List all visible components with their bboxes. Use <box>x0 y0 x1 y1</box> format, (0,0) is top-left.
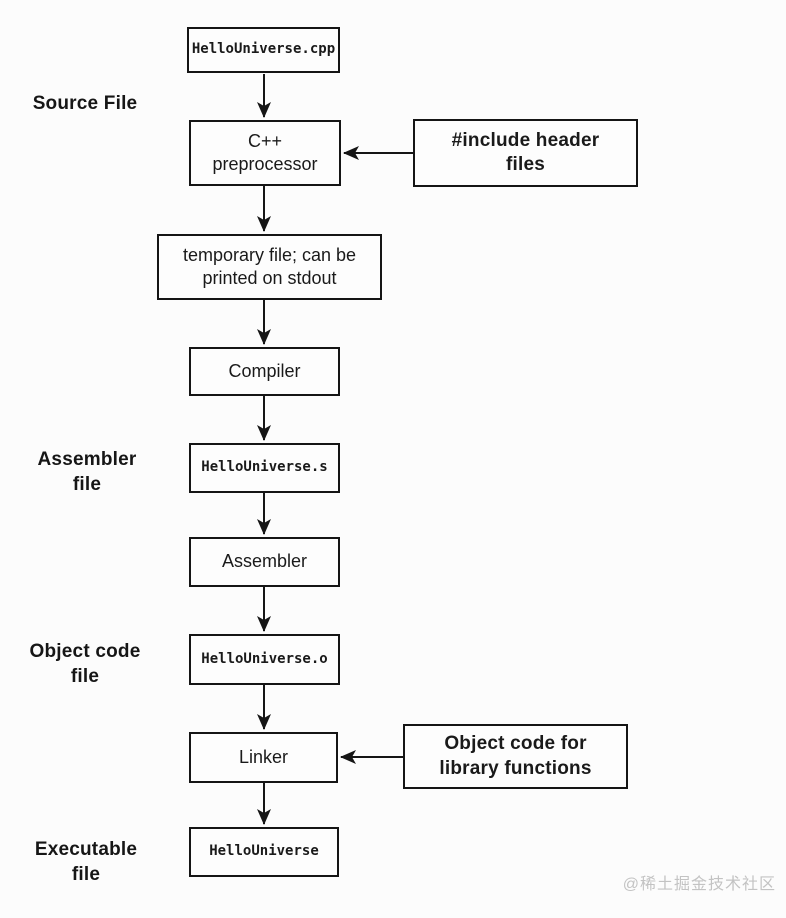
node-linker: Linker <box>189 732 338 783</box>
stage-label-assembler-file: Assembler file <box>37 449 137 495</box>
stage-label-object-code-file: Object code file <box>29 641 141 687</box>
node-preprocessor: C++ preprocessor <box>189 120 341 186</box>
node-source-file: HelloUniverse.cpp <box>187 27 340 73</box>
node-temp-file: temporary file; can be printed on stdout <box>157 234 382 300</box>
node-compiler: Compiler <box>189 347 340 396</box>
node-library-objects: Object code for library functions <box>403 724 628 789</box>
node-assembly-file: HelloUniverse.s <box>189 443 340 493</box>
stage-label-source-file: Source File <box>32 93 138 114</box>
stage-label-executable-file: Executable file <box>34 839 138 885</box>
node-executable-file: HelloUniverse <box>189 827 339 877</box>
node-include-headers: #include header files <box>413 119 638 187</box>
node-object-file: HelloUniverse.o <box>189 634 340 685</box>
node-assembler: Assembler <box>189 537 340 587</box>
watermark-text: @稀土掘金技术社区 <box>622 876 776 893</box>
